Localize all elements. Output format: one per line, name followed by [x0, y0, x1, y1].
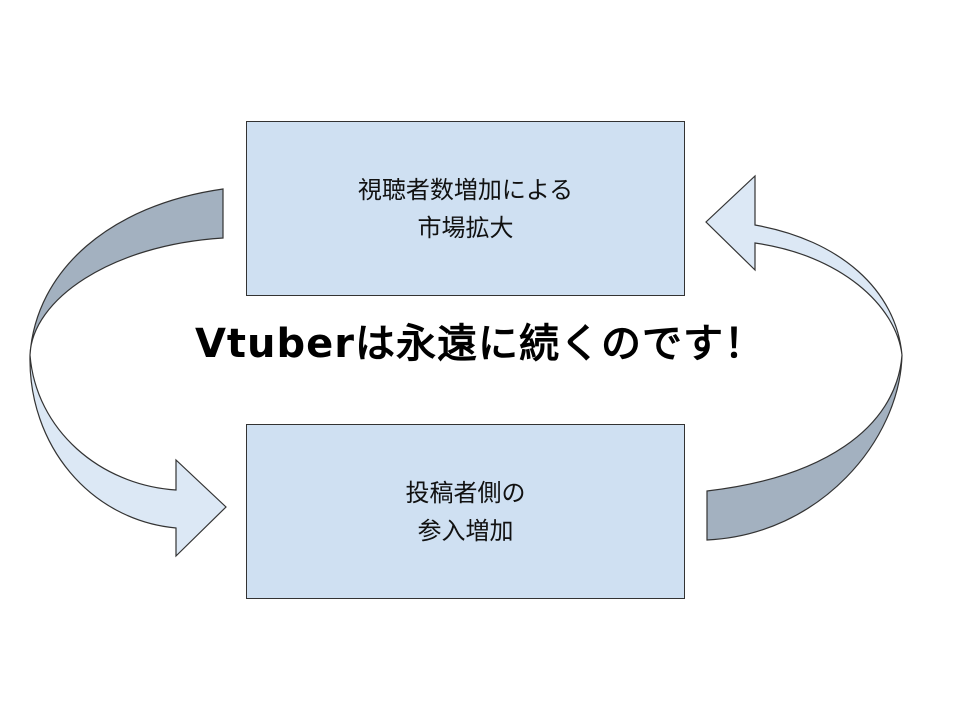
- creator-entry-line2: 参入増加: [417, 516, 514, 545]
- market-expansion-line1: 視聴者数増加による: [357, 175, 574, 204]
- left-arrow-light-section: [29, 354, 227, 558]
- right-arrow-light-section: [705, 174, 903, 356]
- creator-entry-box: 投稿者側の 参入増加: [246, 424, 685, 599]
- market-expansion-box: 視聴者数増加による 市場拡大: [246, 121, 685, 296]
- right-curved-arrow: [705, 174, 903, 541]
- creator-entry-line1: 投稿者側の: [405, 478, 526, 507]
- left-curved-arrow: [29, 188, 227, 558]
- right-arrow-dark-section: [706, 354, 903, 541]
- market-expansion-line2: 市場拡大: [417, 213, 514, 242]
- headline: Vtuberは永遠に続くのです！: [194, 321, 766, 367]
